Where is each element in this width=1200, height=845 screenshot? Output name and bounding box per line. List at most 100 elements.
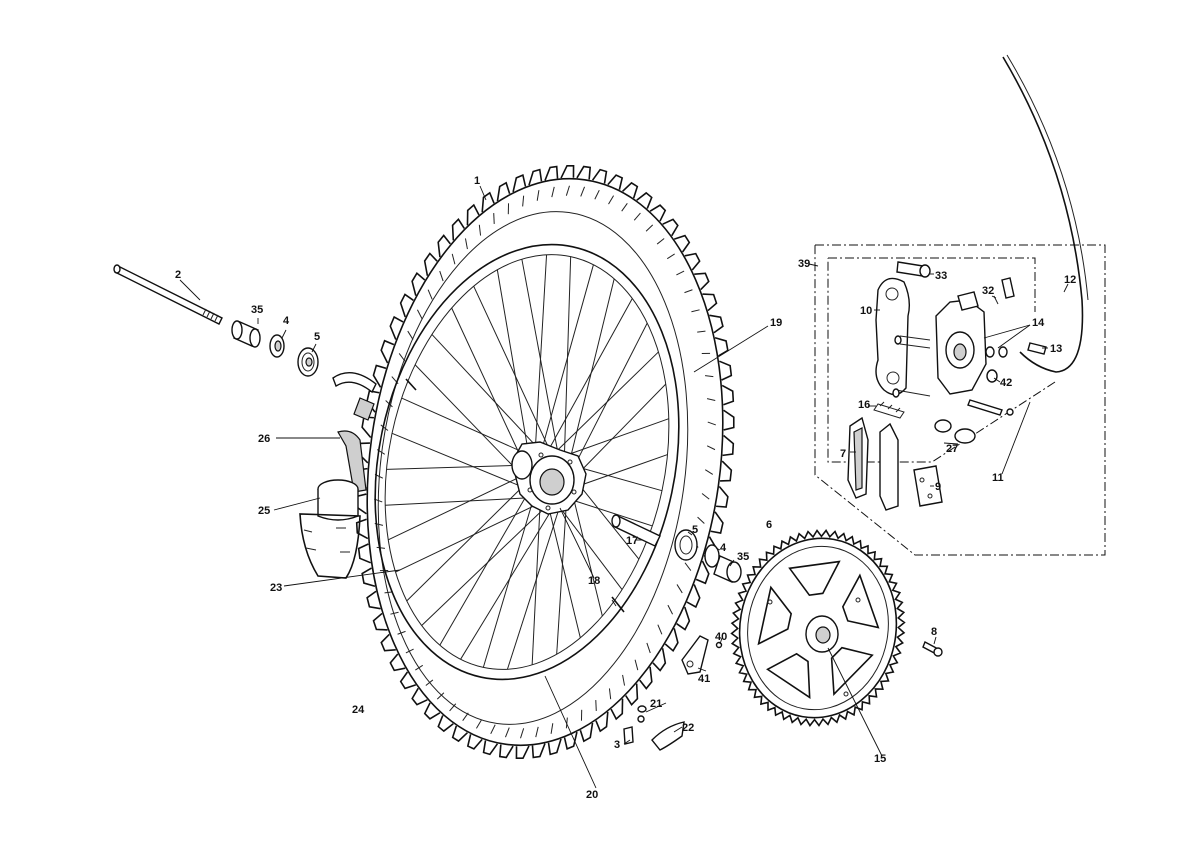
tread-sipe — [522, 195, 525, 207]
tread-block — [709, 314, 724, 334]
oil-seal-left — [269, 334, 285, 358]
spoke — [431, 334, 548, 459]
tread-sipe — [464, 238, 468, 250]
spoke — [473, 285, 555, 459]
callout-23: 23 — [270, 582, 282, 594]
callout-15: 15 — [874, 753, 886, 765]
axle-spacer-left — [231, 320, 261, 348]
spoke — [537, 264, 594, 464]
tread-block — [710, 511, 724, 534]
tread-sipe — [565, 185, 570, 196]
spoke — [566, 278, 615, 472]
tread-sipe — [646, 642, 651, 654]
tread-block — [673, 234, 691, 253]
tread-sipe — [580, 186, 586, 197]
tread-sipe — [622, 674, 626, 686]
tread-block — [664, 628, 679, 653]
callout-32: 32 — [982, 285, 994, 297]
tread-sipe — [667, 604, 674, 615]
tread-block — [716, 485, 729, 508]
tread-block — [496, 181, 511, 202]
tread-sipe — [656, 238, 665, 245]
tread-block — [372, 612, 388, 631]
tread-sipe — [550, 723, 554, 734]
wheel-bearing-right — [674, 529, 698, 561]
tyre-section-cutaway — [299, 513, 361, 579]
callout-labels: 1 2 35 4 5 26 25 23 24 20 18 3 21 22 17 … — [175, 175, 1076, 801]
tube-flap — [317, 479, 359, 521]
rim-band — [332, 372, 377, 421]
tread-block — [649, 204, 667, 222]
tread-block — [694, 272, 710, 291]
tread-sipe — [697, 516, 705, 524]
tread-sipe — [493, 213, 495, 224]
tread-sipe — [704, 469, 714, 475]
spoke — [460, 492, 563, 660]
tread-block — [357, 543, 372, 564]
callout-16: 16 — [858, 399, 870, 411]
hub-inner-spacer — [611, 514, 661, 547]
tread-sipe — [706, 445, 716, 451]
callout-12: 12 — [1064, 274, 1076, 286]
tread-sipe — [535, 726, 539, 738]
tread-block — [607, 174, 624, 190]
callout-41: 41 — [698, 673, 710, 685]
callout-10: 10 — [860, 305, 872, 317]
tread-block — [466, 203, 480, 226]
tread-block — [466, 734, 483, 750]
tread-block — [372, 364, 387, 388]
disc-window — [830, 646, 874, 696]
spoke — [496, 269, 533, 476]
tread-sipe — [397, 630, 406, 635]
tread-block — [662, 218, 679, 237]
tread-sipe — [676, 270, 685, 276]
tread-block — [411, 687, 428, 706]
callout-6: 6 — [766, 519, 772, 531]
tread-sipe — [504, 727, 510, 738]
tread-block — [498, 744, 514, 759]
tread-sipe — [520, 728, 525, 739]
tread-block — [355, 518, 369, 540]
tread-block — [437, 234, 451, 258]
callout-22: 22 — [682, 722, 694, 734]
spoke — [395, 497, 551, 573]
tread-sipe — [657, 624, 663, 635]
front-wheel — [355, 165, 735, 759]
tread-sipe — [608, 195, 615, 205]
tread-block — [399, 293, 414, 318]
callout-33: 33 — [935, 270, 947, 282]
spoke — [555, 418, 669, 460]
disc-window — [788, 560, 841, 597]
tread-sipe — [684, 562, 692, 571]
callout-14: 14 — [1032, 317, 1045, 329]
tyre-outer-contour — [366, 177, 724, 747]
tread-block — [515, 745, 530, 759]
spoke — [385, 496, 545, 506]
tread-block — [531, 743, 546, 759]
callout-7: 7 — [840, 448, 846, 460]
tread-block — [720, 460, 733, 482]
tread-block — [652, 648, 667, 672]
wheel-hub — [511, 441, 587, 515]
spoke — [533, 254, 548, 469]
tread-block — [579, 722, 594, 743]
tread-sipe — [536, 190, 540, 201]
callout-40: 40 — [715, 631, 727, 643]
tread-block — [451, 725, 468, 743]
tread-block — [512, 173, 527, 193]
callout-9: 9 — [935, 481, 941, 493]
tread-sipe — [416, 309, 423, 320]
brake-caliper-assembly — [814, 244, 1106, 556]
tread-block — [423, 702, 441, 720]
tread-block — [723, 409, 735, 431]
tread-sipe — [697, 330, 706, 333]
disc-window — [766, 652, 811, 700]
callout-4-right: 4 — [720, 542, 727, 554]
tread-sipe — [684, 289, 693, 294]
tread-sipe — [380, 424, 389, 431]
callout-1: 1 — [474, 175, 480, 187]
spoke — [542, 298, 633, 460]
tread-sipe — [451, 253, 456, 265]
valve-cap-and-nut — [623, 705, 685, 751]
tread-sipe — [676, 584, 683, 594]
